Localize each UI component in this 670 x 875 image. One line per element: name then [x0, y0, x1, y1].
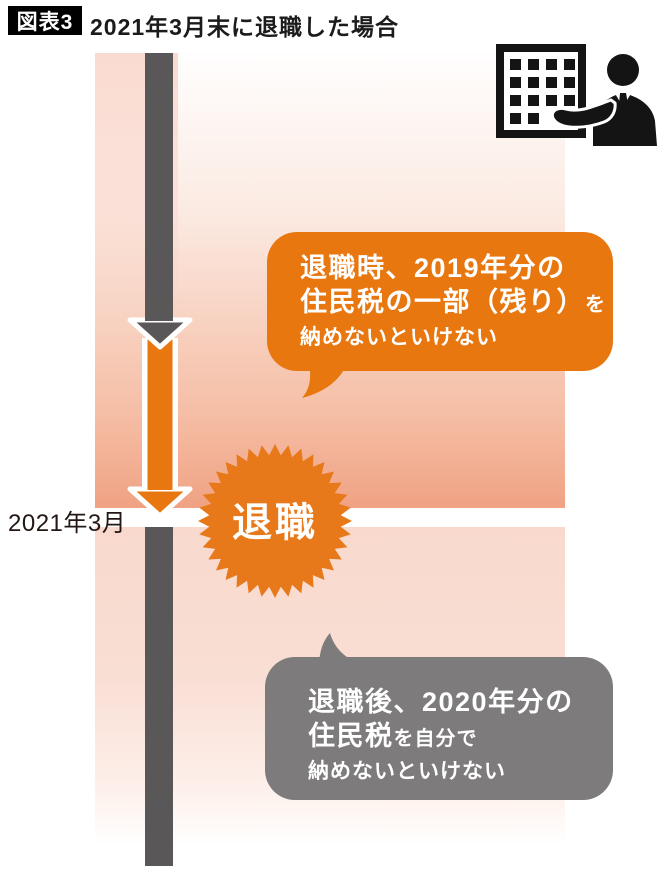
orange-bubble-tail [302, 364, 347, 398]
building-with-businessman-icon [496, 44, 657, 146]
retirement-starburst [198, 444, 352, 598]
callout-line: 納めないといけない [308, 760, 506, 783]
businessman-icon [550, 54, 657, 146]
figure-number-badge: 図表3 [8, 6, 82, 35]
callout-line: 住民税を自分で [308, 721, 478, 751]
callout-line: 退職後、2020年分の [308, 687, 574, 717]
callout-before-retirement: 退職時、2019年分の 住民税の一部（残り）を 納めないといけない [267, 232, 613, 371]
orange-arrow-shaft [147, 338, 173, 490]
callout-line: 納めないといけない [300, 326, 498, 349]
building-windows [510, 59, 575, 124]
page-title: 2021年3月末に退職した場合 [90, 14, 399, 40]
gray-bubble-tail [319, 633, 357, 663]
orange-arrowhead [127, 486, 193, 519]
date-label: 2021年3月 [8, 510, 127, 537]
timeline-bar-top [145, 53, 173, 321]
retirement-star-label: 退職 [232, 501, 318, 545]
timeline-bar-bottom [145, 527, 173, 866]
callout-after-retirement: 退職後、2020年分の 住民税を自分で 納めないといけない [265, 657, 613, 800]
callout-line: 住民税の一部（残り）を [300, 287, 606, 317]
pointing-arm [550, 98, 617, 129]
callout-line: 退職時、2019年分の [300, 253, 566, 283]
gray-arrowhead [127, 317, 193, 350]
